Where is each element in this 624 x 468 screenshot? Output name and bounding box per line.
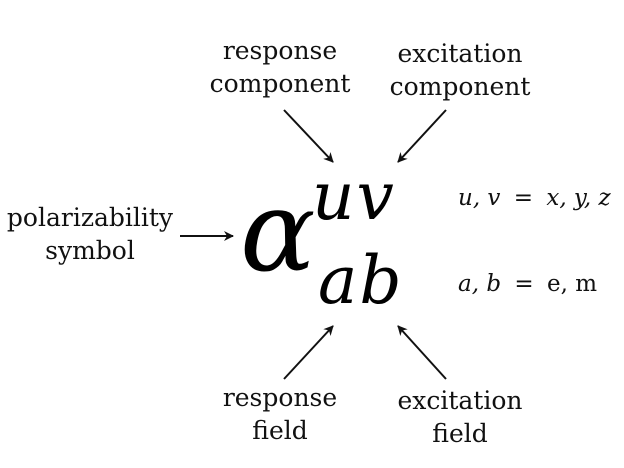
label-response-component: response component: [209, 36, 351, 98]
alpha-symbol: α: [240, 167, 316, 297]
equation-ab-equals: =: [514, 271, 534, 297]
label-excitation-component: excitation component: [389, 39, 531, 101]
arrow-excitation-field: [397, 325, 447, 380]
equation-uv-equals: =: [513, 185, 534, 211]
equation-uv-values: x, y, z: [546, 185, 611, 211]
arrow-response-field: [283, 325, 334, 380]
subscript-ab: ab: [318, 242, 404, 319]
arrow-response-component: [283, 109, 334, 163]
superscript-uv: uv: [312, 158, 396, 235]
arrow-excitation-component: [397, 109, 447, 163]
equation-ab-values: e, m: [546, 271, 598, 297]
label-response-field: response field: [222, 383, 338, 445]
equation-uv-vars: u, v: [458, 185, 501, 211]
label-excitation-field: excitation field: [397, 386, 523, 448]
label-polarizability-symbol: polarizability symbol: [6, 203, 174, 265]
equation-uv: u, v = x, y, z: [458, 185, 611, 211]
equation-ab: a, b = e, m: [458, 271, 597, 297]
equation-ab-vars: a, b: [458, 271, 502, 297]
